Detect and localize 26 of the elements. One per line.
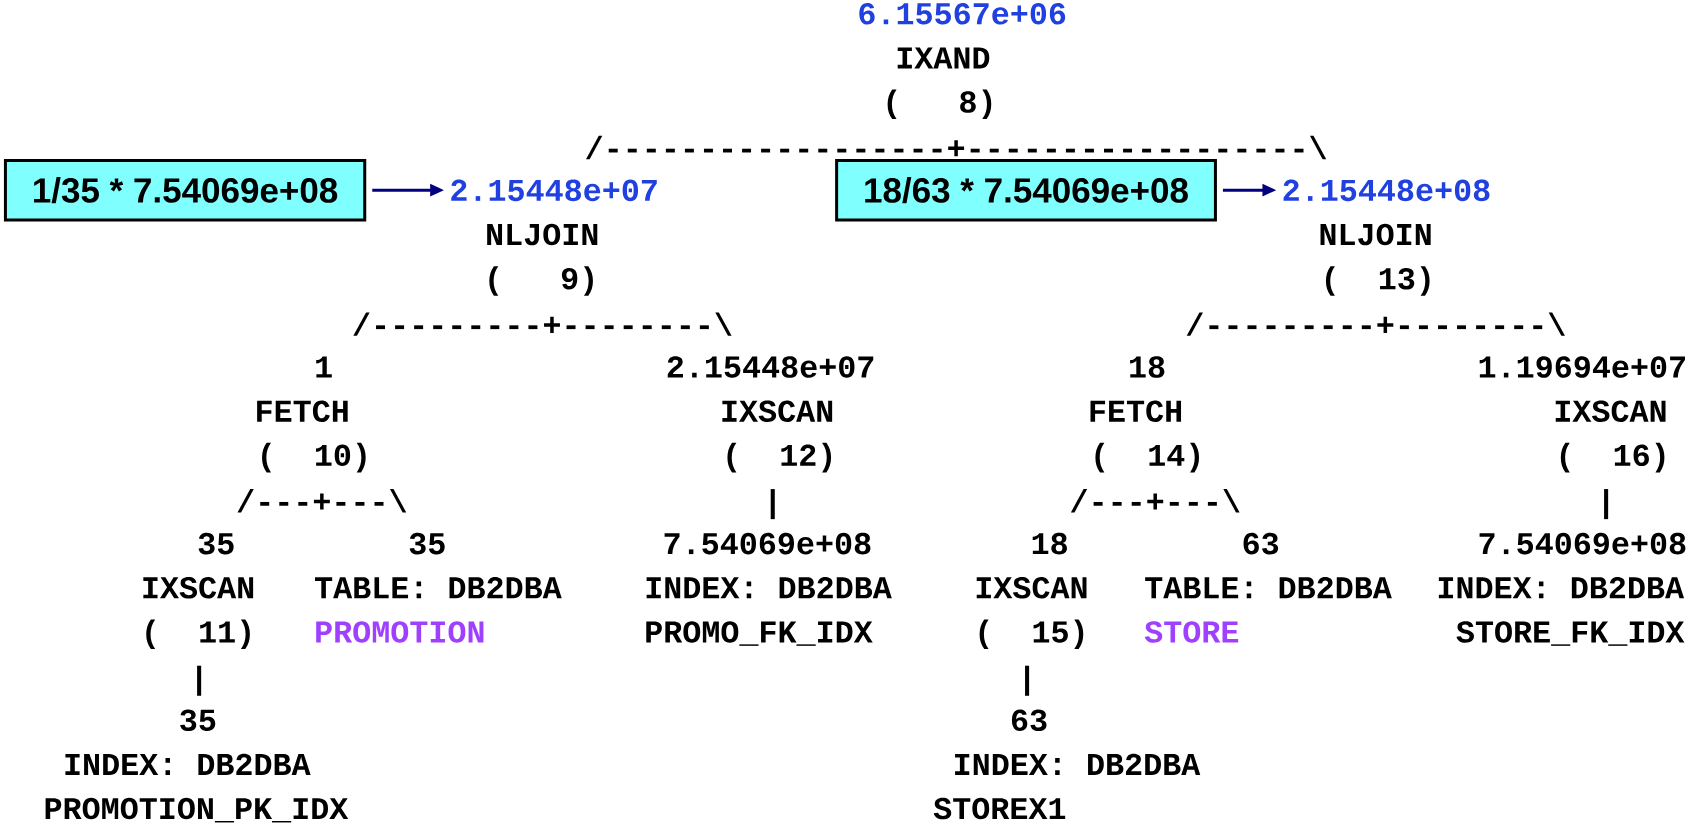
tree-branch: /------------------+------------------\: [586, 135, 1327, 160]
tree-stem: |: [1025, 665, 1030, 696]
plan-operator: 63 INDEX: DB2DBA STOREX1: [933, 709, 1201, 820]
plan-operator: 2.15448e+07 NLJOIN ( 9): [451, 179, 657, 296]
plan-operator: 1.19694e+07 IXSCAN ( 16): [1479, 356, 1685, 473]
plan-operator: 1 FETCH ( 10): [257, 356, 366, 473]
plan-operator: 63 TABLE: DB2DBA STORE: [1144, 532, 1392, 643]
tree-stem: |: [1604, 489, 1609, 520]
plan-operator: 2.15448e+07 IXSCAN ( 12): [667, 356, 874, 473]
plan-operator: 7.54069e+08 INDEX: DB2DBA PROMO_FK_IDX: [646, 532, 892, 646]
tree-stem: |: [770, 489, 775, 520]
tree-branch: /---------+--------\: [1186, 312, 1565, 336]
tree-branch: /---------+--------\: [353, 312, 732, 336]
plan-operator: 35 TABLE: DB2DBA PROMOTION: [315, 532, 562, 643]
plan-operator: 18 IXSCAN ( 15): [976, 532, 1087, 649]
plan-operator: 6.15567e+06 IXAND ( 8): [859, 3, 1066, 120]
plan-operator: 18 FETCH ( 14): [1090, 356, 1199, 473]
formula-box: 1/35 * 7.54069e+08: [3, 158, 367, 222]
plan-operator: 35 INDEX: DB2DBA PROMOTION_PK_IDX: [45, 709, 349, 823]
tree-branch: /---+---\: [237, 489, 407, 513]
tree-stem: |: [197, 665, 202, 696]
formula-box: 18/63 * 7.54069e+08: [835, 158, 1217, 222]
plan-operator: 2.15448e+08 NLJOIN ( 13): [1283, 179, 1490, 296]
tree-branch: /---+---\: [1070, 489, 1240, 513]
plan-operator: 7.54069e+08 INDEX: DB2DBA STORE_FK_IDX: [1438, 532, 1686, 646]
plan-operator: 35 IXSCAN ( 11): [143, 532, 254, 649]
